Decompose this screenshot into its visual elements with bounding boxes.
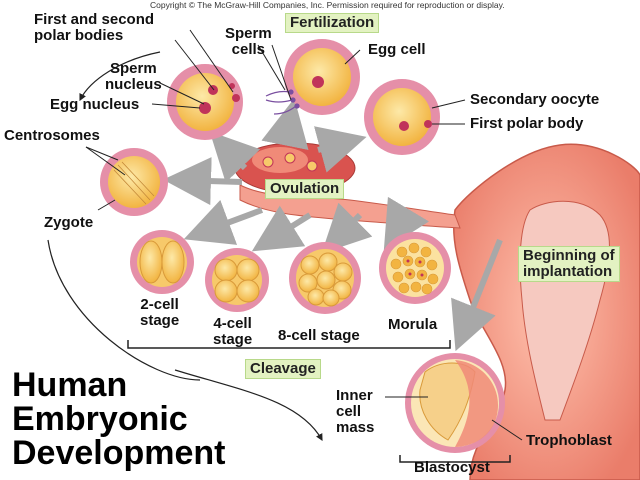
- egg-cell: [284, 39, 360, 115]
- label-zygote: Zygote: [44, 214, 94, 231]
- cycle-arrow: [174, 369, 323, 442]
- label-secondary-oocyte: Secondary oocyte: [470, 91, 600, 108]
- morula: [379, 232, 451, 304]
- copyright-notice: Copyright © The McGraw-Hill Companies, I…: [150, 0, 505, 10]
- ovulation-label: Ovulation: [265, 179, 345, 199]
- process-arrows: [163, 98, 503, 352]
- four-cell-embryo: [205, 248, 269, 312]
- label-inner-cell-mass: Inner cell mass: [336, 387, 375, 436]
- main-title: Human Embryonic Development: [12, 366, 226, 472]
- label-morula: Morula: [388, 316, 438, 333]
- cleavage-label: Cleavage: [245, 359, 321, 379]
- blastocyst: [405, 353, 505, 453]
- label-first-polar-body: First polar body: [470, 115, 584, 132]
- label-egg-cell: Egg cell: [368, 41, 426, 58]
- secondary-oocyte: [364, 79, 440, 155]
- label-trophoblast: Trophoblast: [526, 432, 612, 449]
- label-polar-bodies: First and second polar bodies: [34, 11, 155, 44]
- label-centrosomes: Centrosomes: [4, 127, 100, 144]
- label-egg-nucleus: Egg nucleus: [50, 96, 140, 113]
- label-blastocyst: Blastocyst: [414, 459, 490, 476]
- label-two-cell-stage: 2-cell stage: [140, 296, 180, 329]
- label-sperm-nucleus: Sperm nucleus: [105, 60, 162, 93]
- fertilized-egg: [167, 64, 243, 140]
- label-eight-cell-stage: 8-cell stage: [278, 327, 360, 344]
- leader-lines: [85, 29, 523, 441]
- cycle-arrow: [79, 51, 161, 102]
- fertilization-label: Fertilization: [285, 13, 380, 33]
- two-cell-embryo: [130, 230, 194, 294]
- eight-cell-embryo: [289, 242, 361, 314]
- implantation-label: Beginning of implantation: [518, 246, 620, 282]
- label-four-cell-stage: 4-cell stage: [213, 315, 253, 348]
- cleavage-bracket: [127, 340, 451, 349]
- label-sperm-cells: Sperm cells: [225, 25, 272, 58]
- cycle-arrow: [47, 239, 201, 381]
- zygote: [100, 148, 168, 216]
- blastocyst-bracket: [399, 455, 511, 463]
